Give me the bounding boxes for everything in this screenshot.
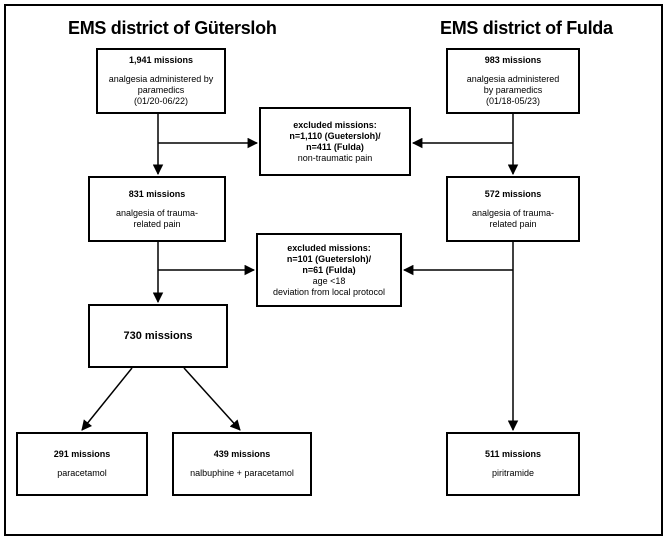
line: n=1,110 (Guetersloh)/ [289,130,381,141]
box-guetersloh-730: 730 missions [88,304,228,368]
box-fulda-start: 983 missions analgesia administered by p… [446,48,580,114]
box-excluded-1: excluded missions: n=1,110 (Guetersloh)/… [259,107,411,176]
line: analgesia administered [466,74,560,84]
box-fulda-trauma: 572 missions analgesia of trauma- relate… [446,176,580,242]
line: by paramedics [483,85,543,95]
count: 439 missions [213,449,271,459]
line: related pain [133,218,181,229]
count: 1,941 missions [128,55,194,65]
figure-frame [4,4,663,536]
box-guetersloh-trauma: 831 missions analgesia of trauma- relate… [88,176,226,242]
count: 511 missions [484,449,542,459]
count: 983 missions [484,55,542,65]
label: paracetamol [57,468,107,478]
box-excluded-2: excluded missions: n=101 (Guetersloh)/ n… [256,233,402,307]
line: related pain [489,218,537,229]
label: piritramide [491,468,534,478]
count: 291 missions [53,449,111,459]
label: nalbuphine + paracetamol [190,468,294,478]
title: excluded missions: [287,242,371,253]
line: deviation from local protocol [272,286,386,297]
box-paracetamol: 291 missions paracetamol [16,432,148,496]
count: 572 missions [484,188,542,199]
line: (01/20-06/22) [133,96,189,106]
line: analgesia of trauma- [471,207,555,218]
line: analgesia of trauma- [115,207,199,218]
line: analgesia administered by [108,74,214,84]
heading-guetersloh: EMS district of Gütersloh [68,18,277,38]
count: 831 missions [128,188,186,199]
line: n=61 (Fulda) [302,264,356,275]
box-piritramide: 511 missions piritramide [446,432,580,496]
line: paramedics [137,85,185,95]
line: (01/18-05/23) [485,96,541,106]
line: n=411 (Fulda) [306,141,364,152]
line: n=101 (Guetersloh)/ [286,253,372,264]
heading-fulda: EMS district of Fulda [440,18,613,38]
title: excluded missions: [293,119,377,130]
box-nalbuphine: 439 missions nalbuphine + paracetamol [172,432,312,496]
line: non-traumatic pain [297,152,373,163]
line: age <18 [312,275,346,286]
box-guetersloh-start: 1,941 missions analgesia administered by… [96,48,226,114]
count: 730 missions [123,329,193,342]
